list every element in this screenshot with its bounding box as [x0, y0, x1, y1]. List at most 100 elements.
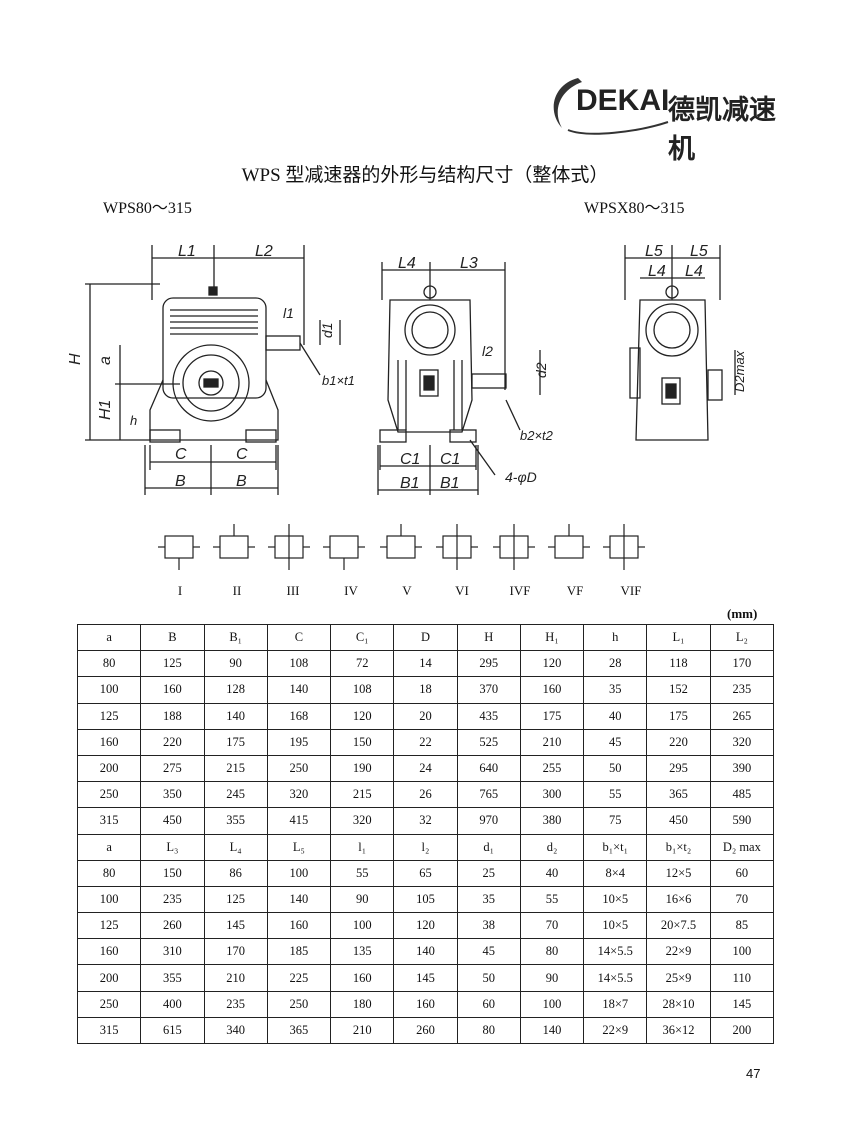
table-cell: 380 — [519, 807, 585, 835]
table-cell: 120 — [393, 912, 458, 940]
table-cell: 200 — [76, 964, 142, 992]
table-cell: 110 — [709, 964, 775, 992]
table-header-cell: H₁ — [519, 623, 585, 652]
table-cell: 25 — [456, 859, 521, 887]
table-cell: 25×9 — [646, 964, 711, 992]
table-header-cell: d₁ — [456, 833, 521, 861]
svg-text:L5: L5 — [645, 243, 663, 260]
table-cell: 315 — [76, 807, 142, 835]
table-cell: 135 — [330, 938, 395, 966]
table-cell: 220 — [140, 728, 205, 756]
table-cell: 140 — [393, 938, 458, 966]
table-cell: 14×5.5 — [583, 938, 648, 966]
table-header-cell: C — [266, 623, 332, 652]
table-cell: 120 — [330, 702, 395, 730]
table-cell: 175 — [203, 728, 268, 756]
table-cell: 108 — [330, 676, 395, 704]
svg-text:H1: H1 — [97, 400, 114, 420]
mount-icon-6 — [436, 524, 478, 570]
table-cell: 12×5 — [646, 859, 711, 887]
table-header-cell: l₂ — [393, 833, 458, 861]
table-cell: 160 — [393, 990, 458, 1018]
table-cell: 525 — [456, 728, 521, 756]
table-cell: 255 — [519, 754, 585, 783]
table-header-cell: h — [583, 623, 648, 652]
table-header-cell: L₂ — [709, 623, 775, 652]
table-cell: 970 — [456, 807, 521, 835]
table-cell: 80 — [76, 859, 142, 887]
table-cell: 22 — [393, 728, 458, 756]
table-cell: 250 — [76, 990, 142, 1018]
table-cell: 40 — [583, 702, 648, 730]
table-cell: 220 — [646, 728, 711, 756]
table-cell: 300 — [519, 781, 585, 809]
mount-label: I — [177, 583, 183, 598]
table-cell: 160 — [140, 676, 205, 704]
table-header-cell: L₄ — [203, 833, 268, 861]
table-cell: 615 — [140, 1016, 205, 1045]
table-cell: 210 — [519, 728, 585, 756]
table-cell: 28×10 — [646, 990, 711, 1018]
table-cell: 22×9 — [583, 1016, 648, 1045]
table-header-cell: C₁ — [330, 623, 395, 652]
mount-icon-5 — [380, 524, 422, 559]
table-cell: 180 — [330, 990, 395, 1018]
table-cell: 200 — [709, 1016, 775, 1045]
table-cell: 50 — [456, 964, 521, 992]
table-cell: 450 — [646, 807, 711, 835]
table-header-cell: D₂ max — [709, 833, 775, 861]
table-cell: 435 — [456, 702, 521, 730]
table-cell: 265 — [709, 702, 775, 730]
table-cell: 355 — [203, 807, 268, 835]
svg-text:L2: L2 — [255, 243, 273, 260]
table-cell: 195 — [266, 728, 332, 756]
table-header-cell: L₁ — [646, 623, 711, 652]
table-cell: 38 — [456, 912, 521, 940]
table-cell: 80 — [76, 650, 142, 678]
table-header-cell: b₁×t₁ — [583, 833, 648, 861]
mount-label: IV — [344, 583, 358, 598]
table-cell: 175 — [646, 702, 711, 730]
table-cell: 26 — [393, 781, 458, 809]
table-header-cell: l₁ — [330, 833, 395, 861]
table-cell: 8×4 — [583, 859, 648, 887]
table-cell: 80 — [519, 938, 585, 966]
svg-text:D2max: D2max — [732, 350, 747, 392]
svg-text:H: H — [67, 353, 84, 365]
table-cell: 400 — [140, 990, 205, 1018]
table-cell: 485 — [709, 781, 775, 809]
table-cell: 65 — [393, 859, 458, 887]
table-cell: 320 — [709, 728, 775, 756]
table-cell: 355 — [140, 964, 205, 992]
table-cell: 80 — [456, 1016, 521, 1045]
right-view-drawing — [624, 245, 736, 441]
table-cell: 140 — [266, 885, 332, 914]
table-cell: 235 — [709, 676, 775, 704]
table-cell: 168 — [266, 702, 332, 730]
table-header-cell: d₂ — [519, 833, 585, 861]
table-cell: 35 — [583, 676, 648, 704]
table-cell: 85 — [709, 912, 775, 940]
table-cell: 320 — [330, 807, 395, 835]
table-cell: 315 — [76, 1016, 142, 1045]
logo-chinese-text: 德凯减速机 — [668, 95, 776, 165]
mount-label: VI — [455, 583, 469, 598]
table-cell: 250 — [266, 990, 332, 1018]
table-cell: 640 — [456, 754, 521, 783]
table-cell: 152 — [646, 676, 711, 704]
table-cell: 20×7.5 — [646, 912, 711, 940]
table-cell: 175 — [519, 702, 585, 730]
table-cell: 140 — [519, 1016, 585, 1045]
table-cell: 590 — [709, 807, 775, 835]
svg-text:d1: d1 — [319, 322, 335, 338]
table-cell: 145 — [709, 990, 775, 1018]
